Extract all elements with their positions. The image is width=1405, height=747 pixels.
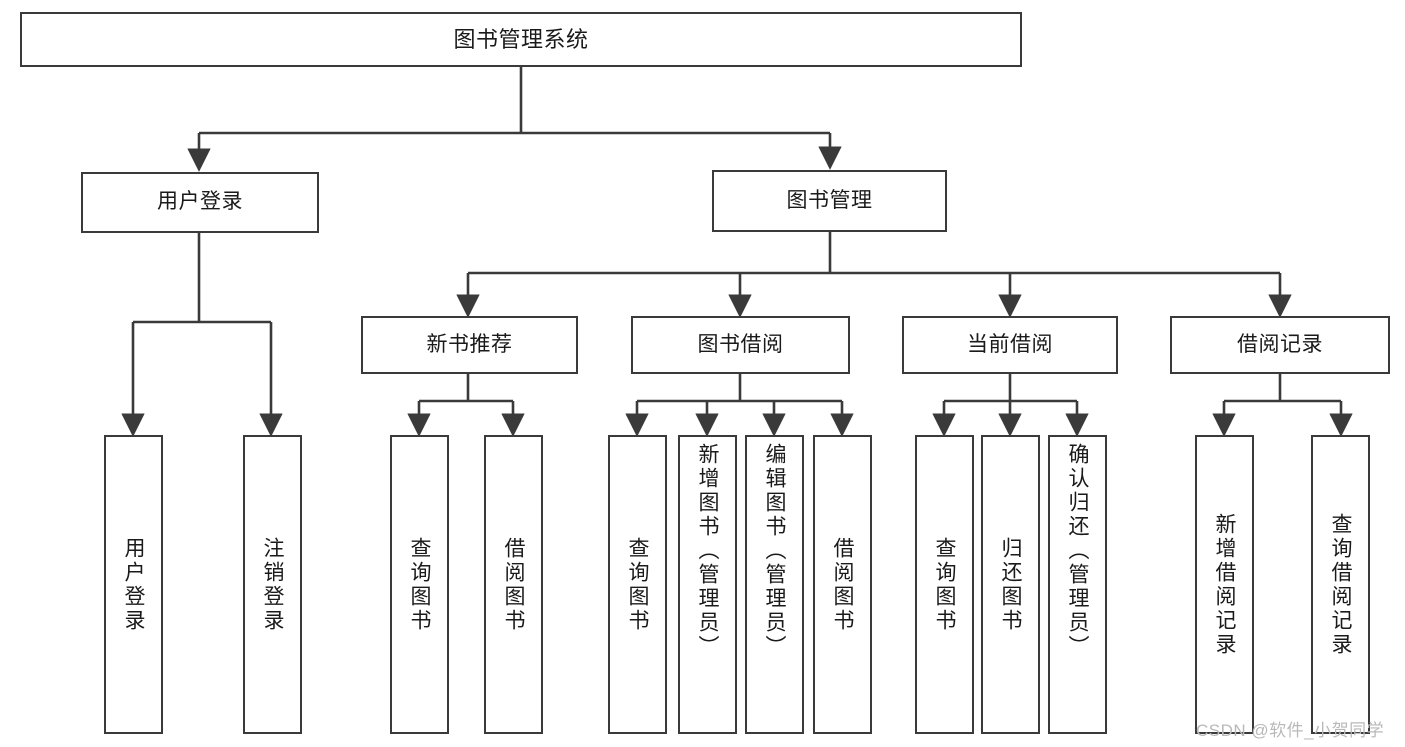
node-label: 新增借阅记录 <box>1213 512 1236 657</box>
node-label: 注销登录 <box>261 536 284 633</box>
node-label: 查询图书 <box>933 536 956 633</box>
leaf-query-book-recommend[interactable]: 查询图书 <box>390 435 449 734</box>
node-label: 新书推荐 <box>426 332 513 356</box>
node-label: 借阅记录 <box>1237 332 1323 356</box>
node-label: 查询借阅记录 <box>1329 512 1352 657</box>
node-label: 图书借阅 <box>697 332 784 356</box>
leaf-user-login[interactable]: 用户登录 <box>104 435 163 734</box>
node-label: 借阅图书 <box>502 536 525 633</box>
node-label: 图书管理 <box>786 188 873 212</box>
watermark-text: CSDN @软件_小贺同学 <box>1196 721 1385 740</box>
node-label: 用户登录 <box>157 190 243 214</box>
leaf-query-book-current[interactable]: 查询图书 <box>915 435 974 734</box>
leaf-borrow-book[interactable]: 借阅图书 <box>813 435 872 734</box>
leaf-edit-book-admin[interactable]: 编辑图书（管理员） <box>745 435 804 734</box>
leaf-query-borrow-record[interactable]: 查询借阅记录 <box>1311 435 1370 734</box>
leaf-query-book-borrow[interactable]: 查询图书 <box>608 435 667 734</box>
node-user-login[interactable]: 用户登录 <box>81 172 319 233</box>
node-root-book-management-system[interactable]: 图书管理系统 <box>20 12 1022 67</box>
node-label: 查询图书 <box>626 536 649 633</box>
node-label: 确认归还（管理员） <box>1066 443 1089 659</box>
node-label: 编辑图书（管理员） <box>763 443 786 659</box>
leaf-add-borrow-record[interactable]: 新增借阅记录 <box>1195 435 1254 734</box>
leaf-add-book-admin[interactable]: 新增图书（管理员） <box>678 435 737 734</box>
node-new-book-recommendation[interactable]: 新书推荐 <box>361 316 578 374</box>
node-borrowing-record[interactable]: 借阅记录 <box>1170 316 1390 374</box>
node-label: 查询图书 <box>408 536 431 633</box>
node-label: 新增图书（管理员） <box>696 443 719 659</box>
leaf-confirm-return-admin[interactable]: 确认归还（管理员） <box>1048 435 1107 734</box>
node-book-borrowing[interactable]: 图书借阅 <box>631 316 850 374</box>
node-book-management[interactable]: 图书管理 <box>712 170 947 232</box>
node-label: 归还图书 <box>999 536 1022 633</box>
node-label: 用户登录 <box>122 536 145 633</box>
leaf-logout[interactable]: 注销登录 <box>243 435 302 734</box>
node-label: 图书管理系统 <box>453 26 589 52</box>
leaf-borrow-book-recommend[interactable]: 借阅图书 <box>484 435 543 734</box>
node-label: 当前借阅 <box>967 332 1053 356</box>
node-current-borrowing[interactable]: 当前借阅 <box>902 316 1118 374</box>
leaf-return-book[interactable]: 归还图书 <box>981 435 1040 734</box>
node-label: 借阅图书 <box>831 536 854 633</box>
